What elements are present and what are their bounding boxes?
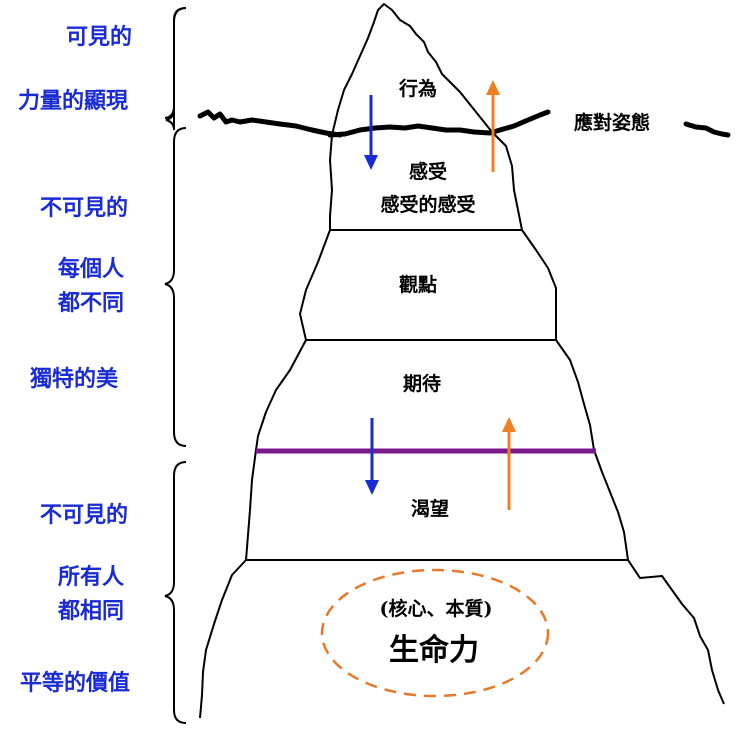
up-arrow-lower — [502, 417, 516, 510]
layer-feelings: 感受 — [408, 161, 448, 183]
label-invisible-unique: 不可見的 — [40, 195, 129, 221]
iceberg-left-edge — [199, 134, 333, 719]
bracket-visible — [165, 7, 187, 131]
label-equal-value: 平等的價值 — [20, 670, 131, 696]
core-ellipse — [320, 568, 550, 698]
label-everyone-same-1: 所有人 — [58, 564, 125, 590]
layer-perceptions: 觀點 — [398, 274, 438, 296]
label-invisible-same: 不可見的 — [40, 502, 129, 528]
down-arrow-lower — [365, 418, 379, 495]
water-line-left — [197, 109, 343, 138]
label-everyone-same-2: 都相同 — [58, 598, 125, 624]
layer-coping: 應對姿態 — [573, 112, 651, 134]
layer-yearnings: 渴望 — [410, 498, 450, 520]
up-arrow-upper — [486, 80, 500, 172]
label-everyone-diff-2: 都不同 — [58, 290, 125, 316]
core-note: (核心、本質) — [379, 598, 493, 620]
bracket-invisible-same — [164, 461, 187, 724]
layer-feelings-about-feelings: 感受的感受 — [380, 194, 476, 216]
down-arrow-upper — [364, 95, 378, 170]
iceberg-right-edge — [491, 131, 725, 705]
label-manifest: 力量的顯現 — [18, 88, 129, 114]
iceberg-peak-outline — [331, 3, 493, 136]
label-visible: 可見的 — [66, 24, 133, 50]
life-force: 生命力 — [389, 633, 479, 668]
label-everyone-diff-1: 每個人 — [58, 256, 125, 282]
layer-behavior: 行為 — [398, 78, 438, 100]
bracket-invisible-unique — [164, 127, 187, 447]
water-line-middle — [327, 109, 551, 138]
water-line-right — [683, 121, 731, 138]
layer-expectations: 期待 — [402, 373, 442, 395]
bracket-visible-full — [164, 7, 187, 119]
label-unique-beauty: 獨特的美 — [30, 366, 119, 392]
